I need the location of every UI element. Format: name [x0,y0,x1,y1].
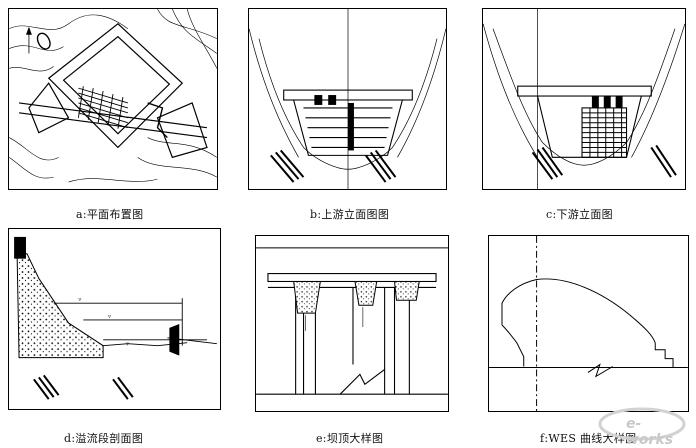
panel-b-upstream-elevation [248,8,447,190]
dam-crest-detail-drawing [256,247,448,395]
svg-text:▽: ▽ [78,297,81,303]
svg-text:▽: ▽ [108,314,111,320]
panel-f-wes-curve-detail [488,235,689,412]
e-works-logo-icon [598,407,686,441]
panel-a-plan-layout [8,8,218,190]
svg-text:▽: ▽ [126,342,129,348]
downstream-elevation-drawing [483,9,685,189]
overflow-section-drawing: ▽ ▽ ▽ [14,236,217,400]
panel-d-overflow-section: ▽ ▽ ▽ [8,228,221,410]
wes-curve-detail-drawing [489,236,688,411]
e-works-watermark: e-works [596,404,688,448]
panel-c-downstream-elevation [482,8,686,190]
caption-c: c:下游立面图 [546,208,613,221]
upstream-elevation-drawing [249,9,446,189]
caption-d: d:溢流段剖面图 [64,432,144,445]
plan-layout-drawing [9,9,217,183]
watermark-text: e-works [626,416,674,448]
caption-a: a:平面布置图 [76,208,144,221]
panel-e-dam-crest-detail [255,235,449,412]
caption-e: e:坝顶大样图 [316,432,384,445]
caption-b: b:上游立面图图 [310,208,390,221]
